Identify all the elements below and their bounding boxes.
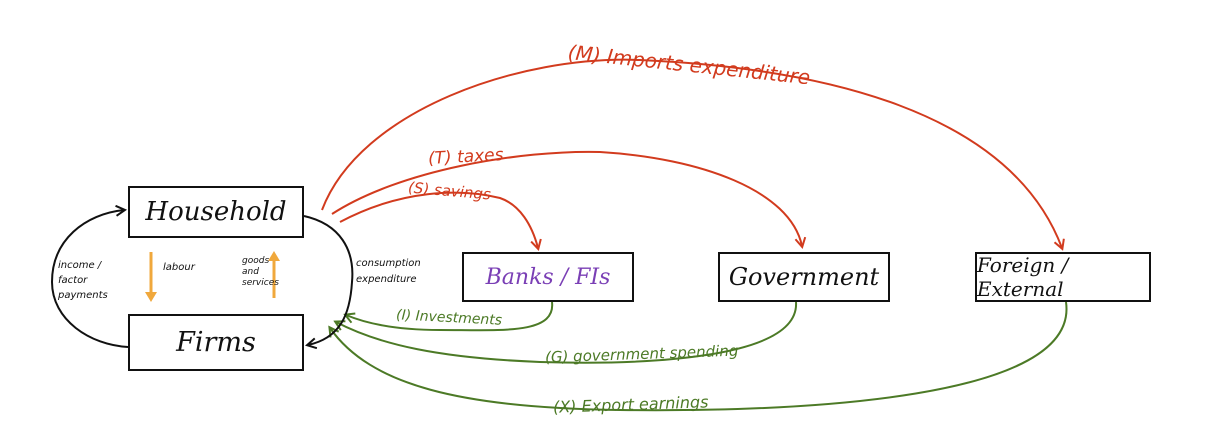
goods-arrow <box>268 251 280 298</box>
banks-label: Banks / FIs <box>485 264 611 290</box>
exports-flow-arrow <box>330 301 1068 412</box>
foreign-label: Foreign / External <box>977 253 1069 301</box>
labour-arrow <box>145 252 157 302</box>
savings-flow-arrow <box>339 191 538 248</box>
income-label: income / factor payments <box>58 260 108 301</box>
firms-label: Firms <box>176 327 256 358</box>
foreign-box: Foreign / External <box>975 252 1151 302</box>
labour-label: labour <box>163 262 195 273</box>
government-label: Government <box>728 263 880 291</box>
goods-label: goods and services <box>242 256 279 288</box>
taxes-flow-arrow <box>331 150 802 246</box>
gov-spending-flow-arrow <box>336 301 798 364</box>
banks-box: Banks / FIs <box>462 252 634 302</box>
taxes-label: (T) taxes <box>427 145 504 169</box>
household-box: Household <box>128 186 304 238</box>
firms-box: Firms <box>128 314 304 371</box>
imports-flow-arrow <box>321 58 1062 248</box>
investments-flow-arrow <box>346 301 554 332</box>
government-box: Government <box>718 252 890 302</box>
consumption-loop-arrow <box>303 215 354 345</box>
consumption-label: consumption expenditure <box>356 258 421 285</box>
household-label: Household <box>145 197 287 227</box>
income-loop-arrow <box>50 210 129 348</box>
